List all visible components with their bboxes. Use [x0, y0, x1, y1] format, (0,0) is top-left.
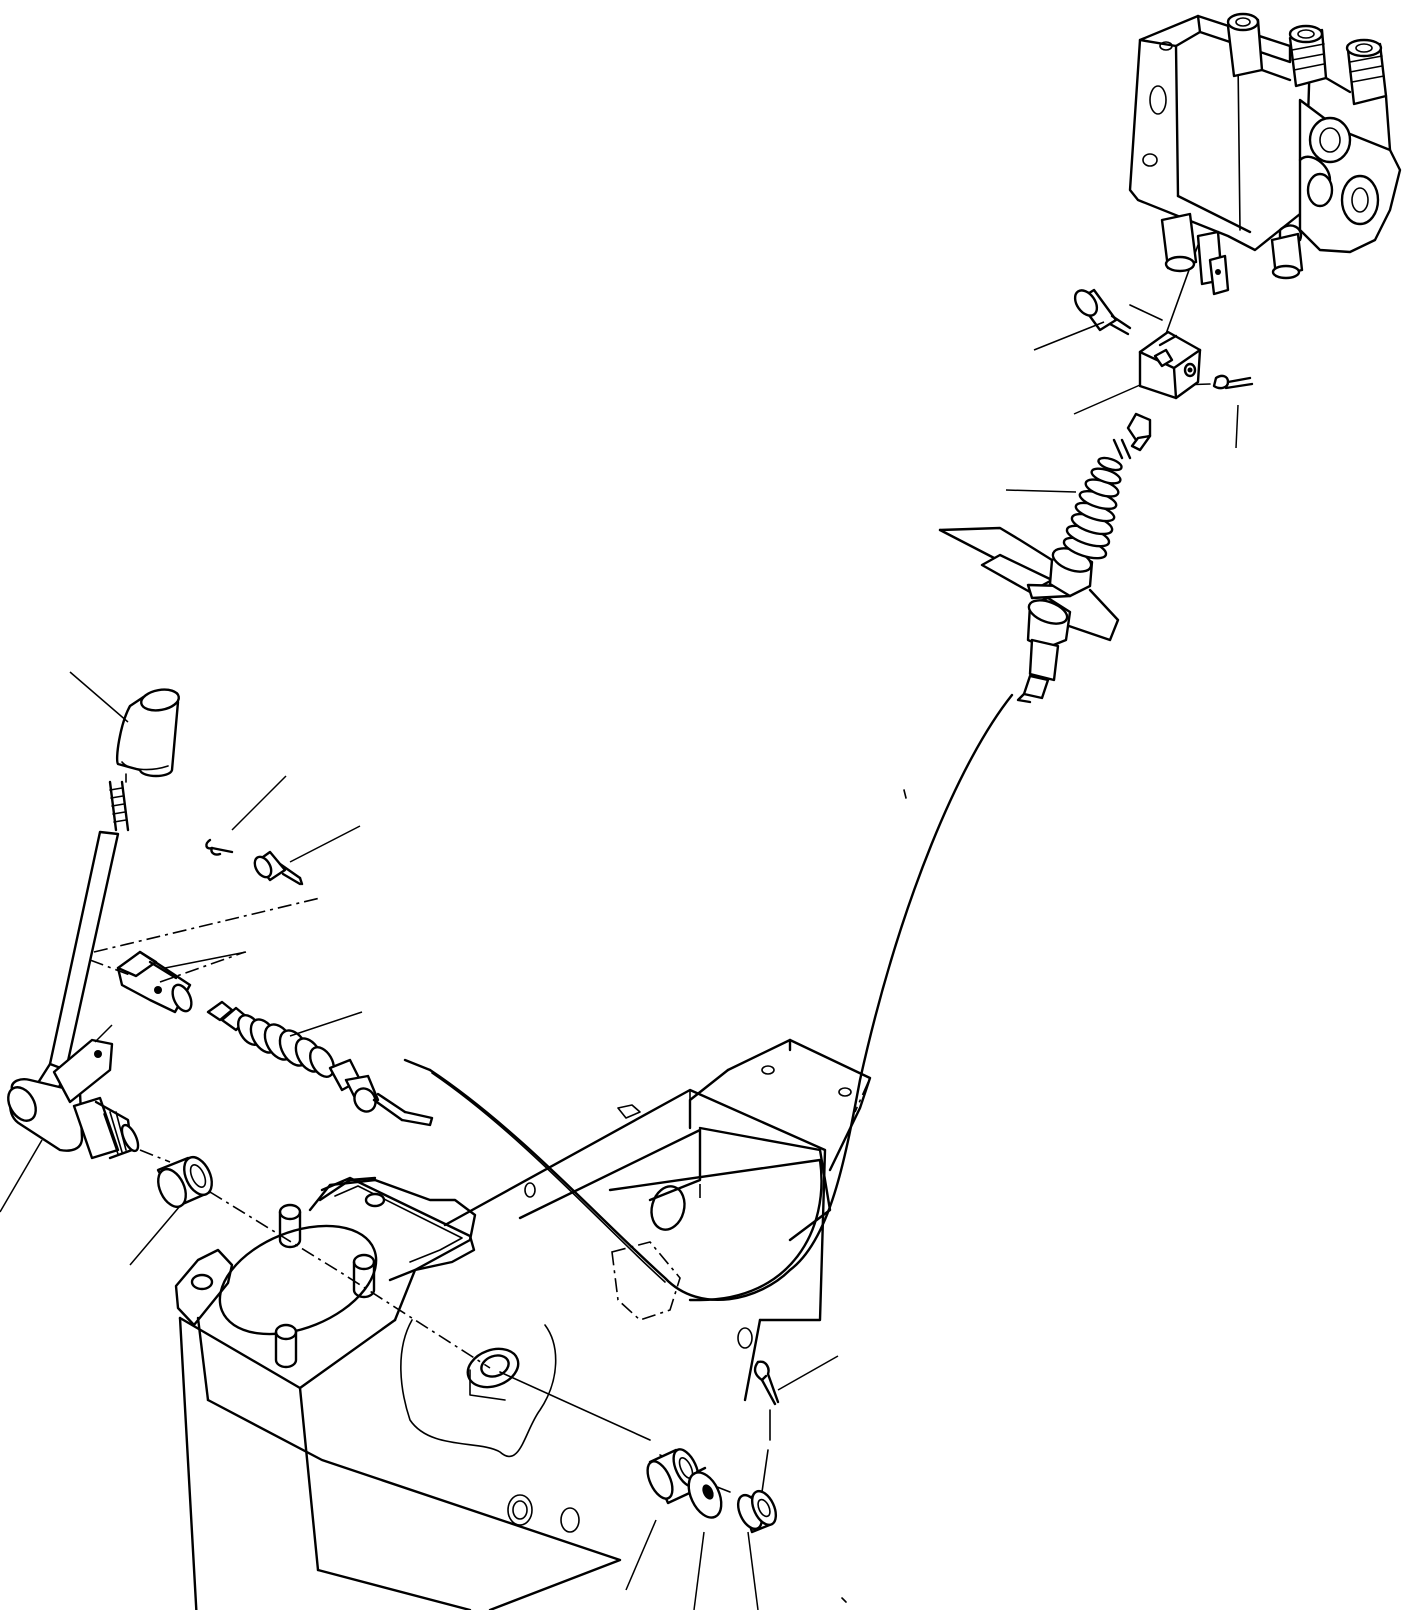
- lever-knob: [116, 688, 180, 778]
- collar: [736, 1489, 778, 1534]
- washer: [687, 1466, 723, 1519]
- cable-lower-end: [206, 1000, 434, 1127]
- clevis-pin-upper: [1073, 288, 1132, 336]
- control-valve: [1128, 12, 1402, 296]
- bushing-inner: [156, 1155, 213, 1209]
- split-pin-shaft: [753, 1360, 780, 1493]
- cable-upper-end: [938, 412, 1152, 704]
- clevis-lower: [116, 950, 193, 1014]
- split-pin-upper: [1212, 374, 1254, 390]
- leader-lines: [0, 321, 1239, 1610]
- clevis-pin-lower: [253, 850, 304, 886]
- split-pin-lower: [205, 838, 234, 856]
- control-lever: [7, 780, 140, 1160]
- clevis-upper: [1138, 330, 1202, 400]
- control-cable: [403, 693, 1014, 1301]
- lever-bracket: [174, 1038, 872, 1610]
